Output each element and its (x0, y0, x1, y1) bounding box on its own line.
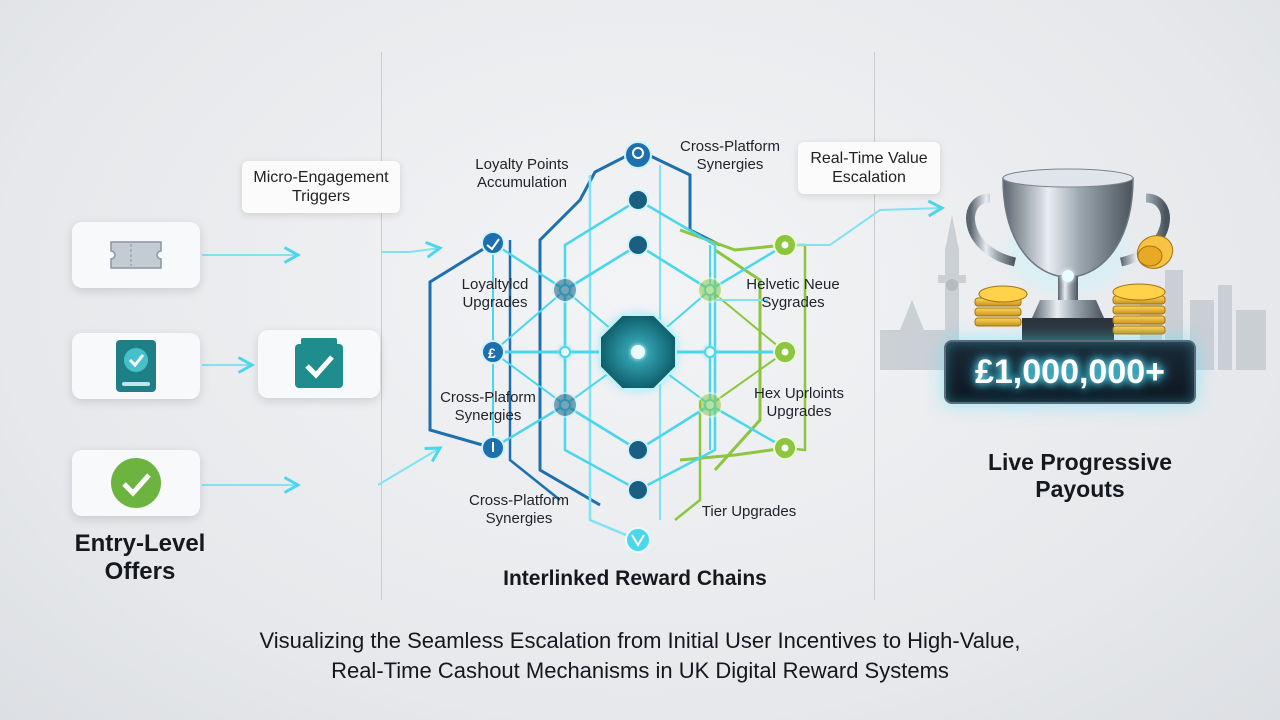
label-line: Real-Time Value (810, 150, 928, 167)
helvetic-label: Helvetic Neue Sygrades (718, 276, 868, 312)
node (625, 527, 651, 553)
live-payouts-title: Live Progressive Payouts (955, 449, 1205, 503)
title-line: Entry-Level (74, 530, 206, 557)
label-line: Loyalty Points (475, 156, 569, 173)
check-card[interactable] (72, 450, 200, 516)
title-line: Payouts (1035, 476, 1125, 502)
ticket-card[interactable] (72, 222, 200, 288)
hex-upgrades-label: Hex Uprloints Upgrades (724, 385, 874, 421)
pound-icon: £ (488, 345, 496, 361)
network-nodes: £ (481, 141, 797, 553)
entry-level-title: Entry-Level Offers (40, 530, 240, 586)
loyalty-points-label: Loyalty Points Accumulation (447, 156, 597, 192)
check-icon (486, 238, 500, 251)
tier-upgrades-label: Tier Upgrades (674, 503, 824, 521)
label-line: Cross-Platform (468, 492, 569, 509)
interlinked-chains-title: Interlinked Reward Chains (503, 567, 767, 590)
caption-line: Visualizing the Seamless Escalation from… (259, 628, 1021, 653)
label-line: Synergies (454, 407, 522, 424)
real-time-value-label: Real-Time Value Escalation (798, 142, 940, 194)
left-arrows (202, 248, 440, 485)
section-divider (381, 52, 382, 600)
label-line: Accumulation (476, 174, 568, 191)
label-line: Loyaltylcd (461, 276, 529, 293)
title-line: Live Progressive (987, 449, 1173, 475)
label-line: Cross-Plaform (440, 389, 536, 406)
micro-engagement-label: Micro-Engagement Triggers (242, 161, 400, 213)
tablet-check-icon (295, 338, 343, 388)
loyaltylcd-label: Loyaltylcd Upgrades (415, 276, 575, 312)
caption: Visualizing the Seamless Escalation from… (120, 626, 1160, 686)
section-divider (874, 52, 875, 600)
label-line: Upgrades (462, 294, 528, 311)
label-line: Micro-Engagement (253, 169, 389, 186)
prize-amount-display: £1,000,000+ (944, 340, 1196, 404)
check-circle-icon (111, 458, 161, 508)
label-line: Synergies (485, 510, 553, 527)
tablet-card[interactable] (72, 333, 200, 399)
title-line: Offers (104, 558, 176, 585)
node (481, 141, 652, 501)
label-line: Escalation (832, 169, 906, 186)
chevron-down-icon (631, 534, 645, 547)
coin-stack-icon (974, 235, 1174, 335)
label-line: Sygrades (761, 294, 825, 311)
label-line: Upgrades (766, 403, 832, 420)
cross-platform-mid-label: Cross-Plaform Synergies (413, 389, 563, 425)
cross-platform-top-label: Cross-Platform Synergies (655, 138, 805, 174)
label-line: Cross-Platform (679, 138, 780, 155)
tablet-check-icon (116, 340, 156, 392)
trophy-icon (966, 168, 1170, 340)
label-line: Helvetic Neue (746, 276, 840, 293)
caption-line: Real-Time Cashout Mechanisms in UK Digit… (331, 658, 949, 683)
prize-amount: £1,000,000+ (974, 352, 1166, 391)
cross-platform-bottom-label: Cross-Platform Synergies (444, 492, 594, 528)
label-line: Hex Uprloints (753, 385, 845, 402)
central-hub (598, 312, 678, 392)
label-line: Triggers (291, 188, 351, 205)
engagement-tablet-card[interactable] (258, 330, 380, 398)
label-line: Tier Upgrades (701, 503, 797, 520)
ticket-icon (110, 241, 162, 269)
refresh-icon (632, 147, 644, 159)
label-line: Synergies (696, 156, 764, 173)
